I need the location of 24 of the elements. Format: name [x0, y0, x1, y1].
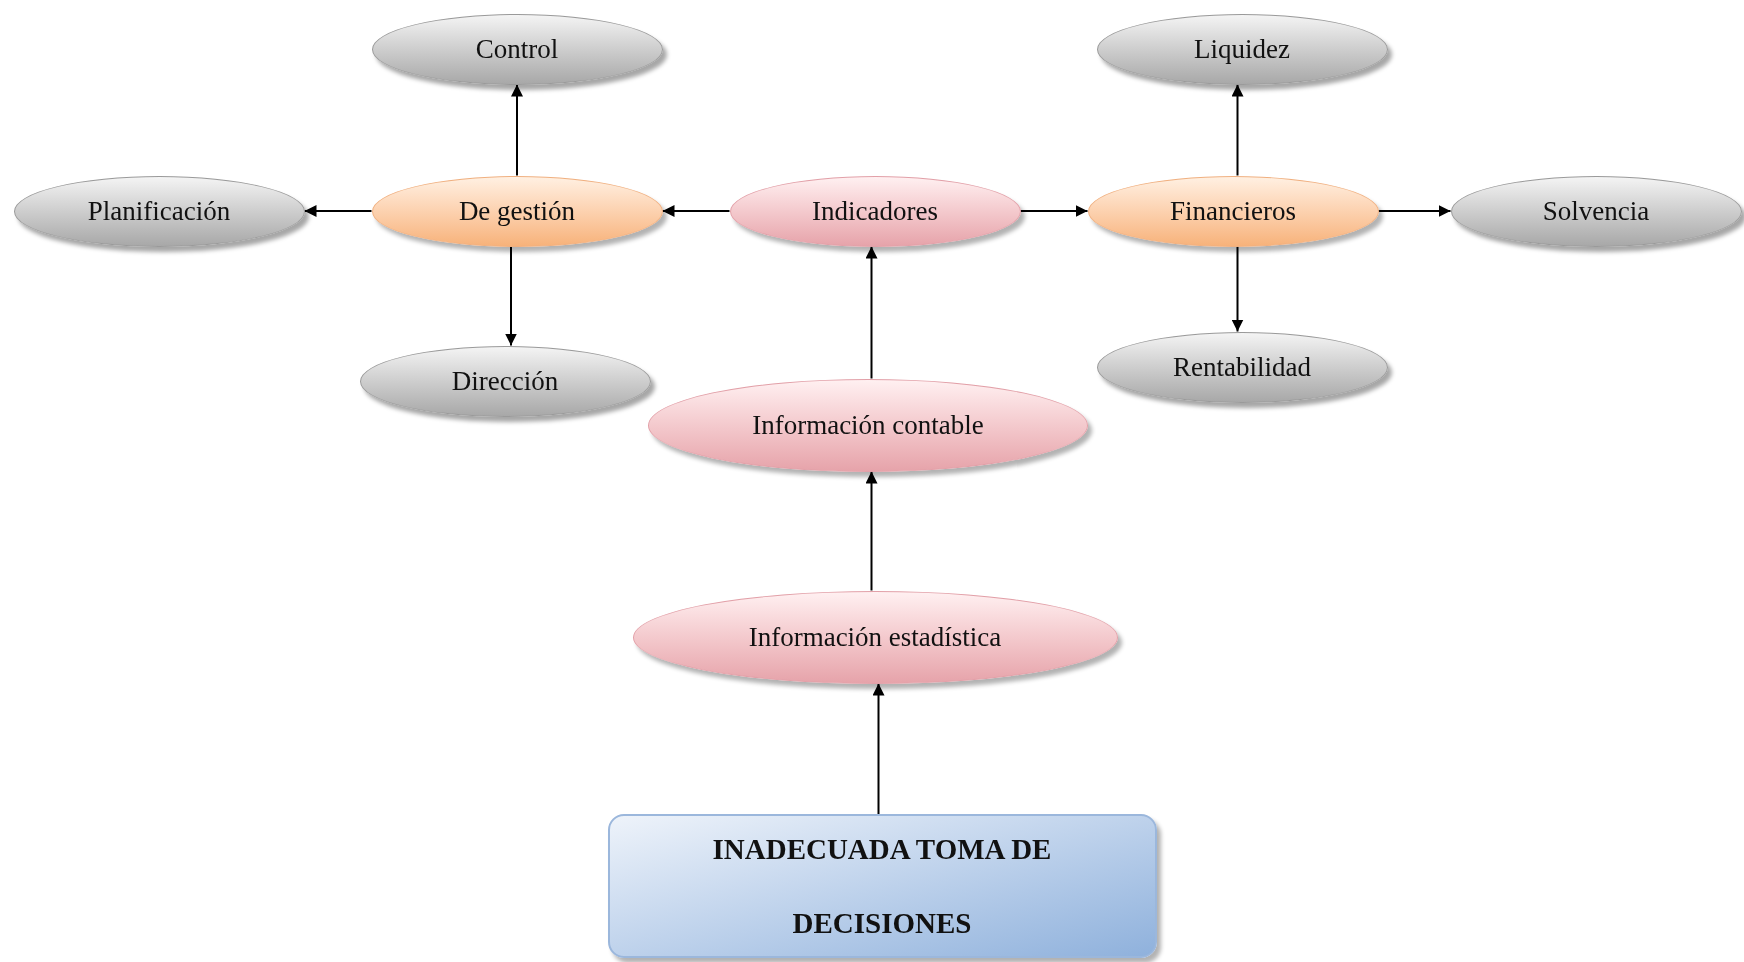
arrow — [872, 682, 885, 815]
node-label: Financieros — [1170, 194, 1296, 228]
node-label: Control — [475, 32, 559, 66]
node-label: INADECUADA TOMA DE DECISIONES — [711, 832, 1053, 941]
node-label: Indicadores — [812, 194, 938, 228]
node-label: Información contable — [752, 408, 984, 442]
node-label: De gestión — [458, 194, 576, 228]
node-label: Planificación — [87, 194, 231, 228]
arrow — [661, 205, 731, 217]
arrow — [303, 205, 373, 217]
node-label: Liquidez — [1194, 32, 1290, 66]
arrow — [1377, 205, 1452, 217]
arrow — [511, 83, 523, 177]
arrow — [1231, 245, 1244, 333]
arrow — [1019, 205, 1089, 217]
arrow — [1231, 83, 1244, 177]
node-label: Solvencia — [1542, 194, 1650, 228]
node-label: Dirección — [451, 364, 559, 398]
arrow — [505, 245, 517, 347]
process-box — [607, 814, 1157, 958]
node-label: Información estadística — [748, 620, 1002, 654]
node-label: Rentabilidad — [1173, 350, 1311, 384]
arrow — [865, 470, 878, 592]
arrow — [865, 245, 878, 380]
